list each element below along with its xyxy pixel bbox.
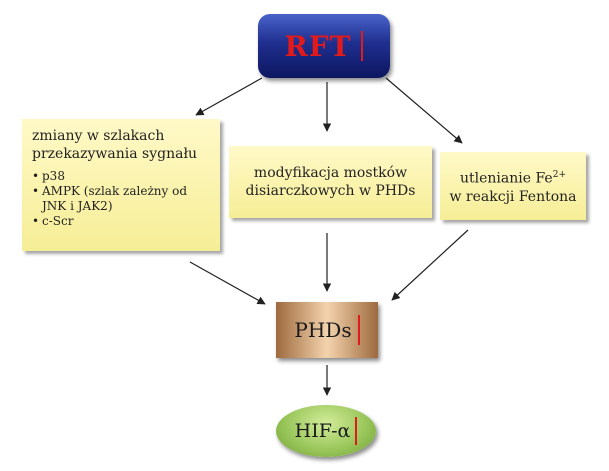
signal-pathways-list: p38 AMPK (szlak zależny od JNK i JAK2) c… [32,169,212,229]
node-disulfide-modification: modyfikacja mostków disiarczkowych w PHD… [229,146,432,218]
list-item: c-Scr [32,214,212,229]
node-rft: RFT [258,14,390,78]
phds-label: PHDs [294,318,352,342]
fenton-label-suffix: w reakcji Fentona [449,188,577,205]
arrow-rft-to-box_right [385,77,463,144]
signal-pathways-heading: zmiany w szlakach przekazywania sygnału [32,128,198,162]
arrow-box_left-to-phds [189,261,266,305]
decrease-indicator-icon [357,315,360,345]
disulfide-modification-label: modyfikacja mostków disiarczkowych w PHD… [245,165,416,199]
list-item: p38 [32,169,212,184]
fenton-label-prefix: utlenianie Fe [460,170,553,187]
list-item: AMPK (szlak zależny od JNK i JAK2) [32,184,212,214]
node-phds: PHDs [276,302,378,358]
fenton-oxidation-label: utlenianie Fe2+ w reakcji Fentona [449,166,576,206]
node-fenton-oxidation: utlenianie Fe2+ w reakcji Fentona [440,152,586,220]
arrow-box_right-to-phds [391,229,469,301]
node-hif-alpha: HIF-α [276,405,376,457]
hif-label: HIF-α [294,420,351,442]
fenton-label-sup: 2+ [552,170,566,181]
arrow-rft-to-box_left [195,77,263,116]
increase-indicator-icon [355,417,358,445]
rft-label: RFT [284,29,352,63]
decrease-indicator-icon [361,31,364,61]
node-signal-pathways: zmiany w szlakach przekazywania sygnału … [22,119,220,251]
